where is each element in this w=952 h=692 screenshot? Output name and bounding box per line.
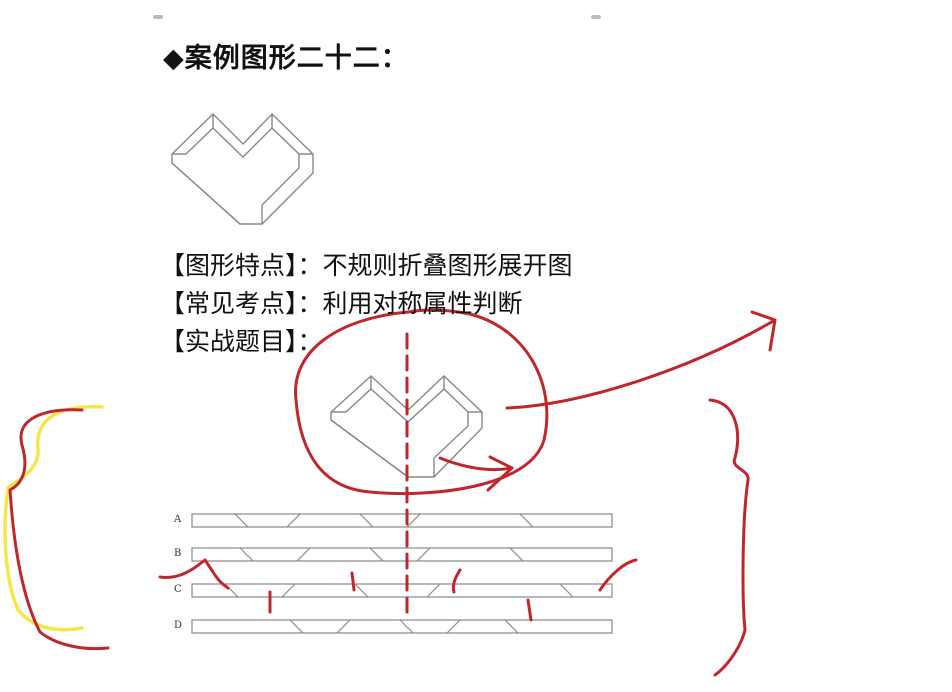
example-heart-figure: [171, 113, 314, 225]
top-left-scroll-mark: [153, 15, 163, 19]
case-title: ◆案例图形二十二：: [163, 43, 409, 74]
practice-label: 【实战题目】：: [160, 327, 323, 356]
feature-line: 【图形特点】：不规则折叠图形展开图: [160, 246, 573, 282]
option-strips: [191, 513, 613, 634]
right-brace-mark: [708, 398, 750, 677]
option-b-strip: [191, 547, 613, 562]
exam-point-value: 利用对称属性判断: [322, 289, 523, 318]
short-arrow-head: [486, 455, 514, 492]
exam-point-line: 【常见考点】：利用对称属性判断: [160, 284, 523, 320]
feature-label: 【图形特点】：: [160, 251, 323, 280]
option-b-label: B: [174, 548, 182, 559]
red-pen-annotations: [8, 308, 777, 677]
option-a-label: A: [174, 514, 182, 525]
left-brace-mark: [8, 408, 110, 651]
tick-mark: [526, 598, 533, 622]
option-d-label: D: [174, 620, 183, 631]
tick-mark: [598, 558, 638, 592]
option-a-strip: [191, 513, 613, 528]
long-arrow-head: [750, 310, 777, 352]
tick-mark: [451, 568, 462, 594]
top-right-scroll-mark: [591, 15, 601, 19]
short-arrow-mark: [438, 456, 514, 472]
tick-mark: [158, 558, 230, 590]
circle-mark: [294, 308, 549, 496]
option-c-label: C: [174, 584, 182, 595]
option-d-strip: [191, 619, 613, 634]
option-c-strip: [191, 583, 613, 598]
practice-line: 【实战题目】：: [160, 322, 323, 358]
yellow-highlight-bracket: [3, 405, 104, 632]
long-arrow-mark: [505, 318, 777, 410]
tick-mark: [350, 571, 356, 592]
feature-value: 不规则折叠图形展开图: [322, 251, 573, 280]
exam-point-label: 【常见考点】：: [160, 289, 323, 318]
